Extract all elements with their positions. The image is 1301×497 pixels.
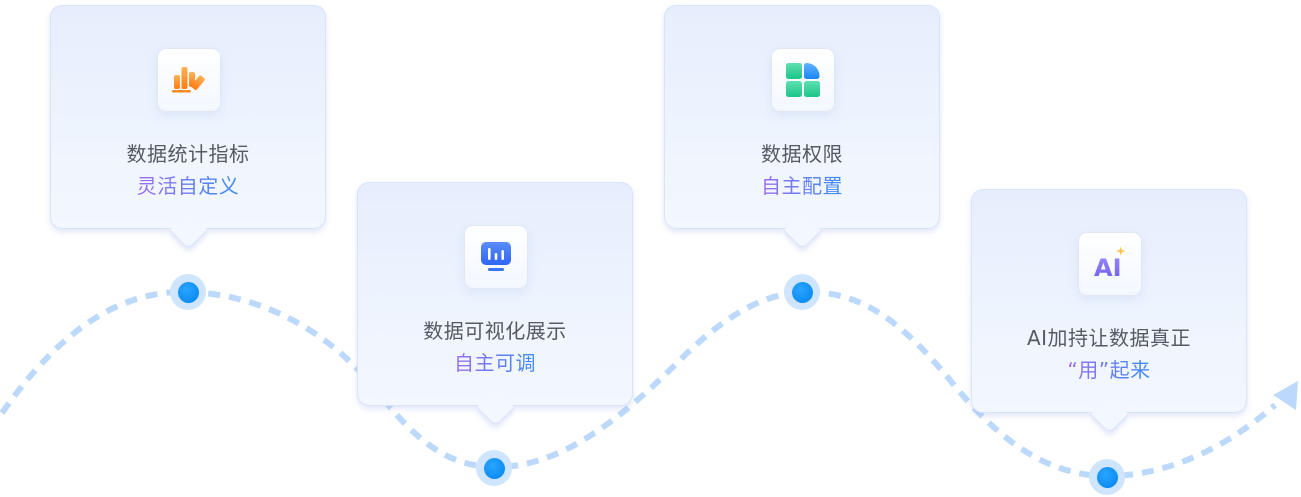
step-subtitle: 自主配置	[761, 170, 843, 199]
timeline-node-2	[476, 450, 512, 486]
timeline-node-3	[784, 274, 820, 310]
timeline-node-1	[170, 274, 206, 310]
icon-tile	[157, 48, 221, 112]
ai-sparkle-icon: AI	[1094, 246, 1126, 282]
step-subtitle: 自主可调	[454, 347, 536, 376]
step-subtitle: “用”起来	[1067, 354, 1150, 383]
step-title: 数据统计指标	[126, 142, 250, 166]
step-card-4: AI AI加持让数据真正 “用”起来	[971, 189, 1247, 413]
node-dot	[791, 281, 813, 303]
step-title: 数据可视化展示	[423, 319, 567, 343]
monitor-chart-icon	[481, 242, 511, 271]
step-subtitle: 灵活自定义	[137, 170, 240, 199]
step-title: 数据权限	[761, 142, 843, 166]
timeline-dashed-curve	[0, 288, 1277, 480]
step-card-1: 数据统计指标 灵活自定义	[50, 5, 326, 229]
node-dot	[483, 457, 505, 479]
icon-tile	[464, 225, 528, 289]
bar-chart-pencil-icon	[172, 67, 205, 93]
timeline-node-4	[1089, 459, 1125, 495]
node-dot	[1096, 466, 1118, 488]
icon-tile	[771, 48, 835, 112]
arrow-head-icon	[1273, 381, 1298, 410]
step-card-3: 数据权限 自主配置	[664, 5, 940, 229]
icon-tile: AI	[1078, 232, 1142, 296]
step-title: AI加持让数据真正	[1026, 326, 1192, 350]
ai-text: AI	[1094, 254, 1122, 282]
step-card-2: 数据可视化展示 自主可调	[357, 182, 633, 406]
node-dot	[177, 281, 199, 303]
grid-permission-icon	[786, 63, 820, 97]
